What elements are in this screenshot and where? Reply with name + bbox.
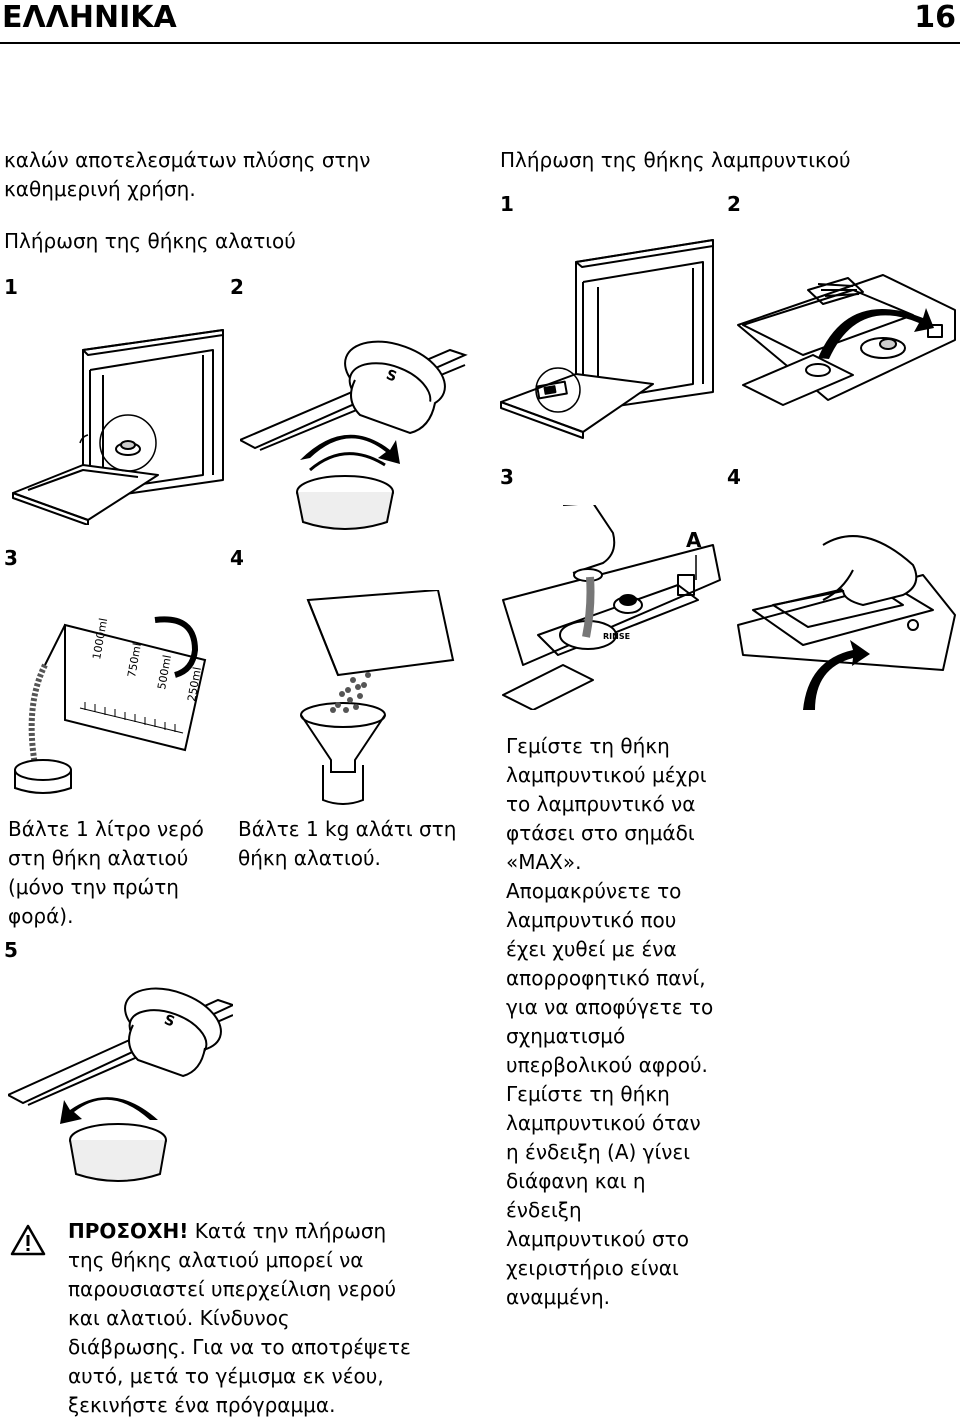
warning-triangle-icon xyxy=(10,1224,46,1256)
water-jug-pouring-illustration: 1000ml 750ml 500ml 250ml xyxy=(5,590,230,805)
salt-step-4-number: 4 xyxy=(230,546,244,570)
header-divider xyxy=(0,42,960,44)
dishwasher-open-illustration xyxy=(8,325,233,525)
rinse-step-3-number: 3 xyxy=(500,465,514,489)
warning-lead: ΠΡΟΣΟΧΗ! xyxy=(68,1219,189,1243)
rinse-label: RINSE xyxy=(603,632,630,641)
page-number: 16 xyxy=(914,0,956,35)
indicator-a-pointer xyxy=(695,555,697,580)
salt-section-title: Πλήρωση της θήκης αλατιού xyxy=(4,229,296,253)
salt-funnel-illustration xyxy=(298,590,458,805)
svg-text:500ml: 500ml xyxy=(155,654,174,691)
svg-text:250ml: 250ml xyxy=(185,666,204,703)
rinse-aid-pouring-illustration: RINSE xyxy=(498,505,724,710)
warning-text: ΠΡΟΣΟΧΗ! Κατά την πλήρωση της θήκης αλατ… xyxy=(68,1219,411,1417)
indicator-a-label: A xyxy=(686,528,702,552)
rinse-section-title: Πλήρωση της θήκης λαμπρυντικού xyxy=(500,148,851,172)
salt-step-1-number: 1 xyxy=(4,275,18,299)
salt-cap-close-illustration: S xyxy=(8,980,233,1195)
rinse-step-1-number: 1 xyxy=(500,192,514,216)
section-title: ΕΛΛΗΝΙΚΑ xyxy=(2,0,177,35)
rinse-dispenser-close-lid-illustration xyxy=(733,525,958,710)
salt-cap-unscrew-illustration: S xyxy=(240,320,470,530)
rinse-step-2-number: 2 xyxy=(727,192,741,216)
salt-step-3-number: 3 xyxy=(4,546,18,570)
rinse-dispenser-open-lid-illustration xyxy=(733,270,958,420)
salt-step-5-number: 5 xyxy=(4,938,18,962)
svg-text:750ml: 750ml xyxy=(125,642,144,679)
rinse-step-4-number: 4 xyxy=(727,465,741,489)
salt-step-2-number: 2 xyxy=(230,275,244,299)
dishwasher-rinse-open-illustration xyxy=(498,232,726,442)
